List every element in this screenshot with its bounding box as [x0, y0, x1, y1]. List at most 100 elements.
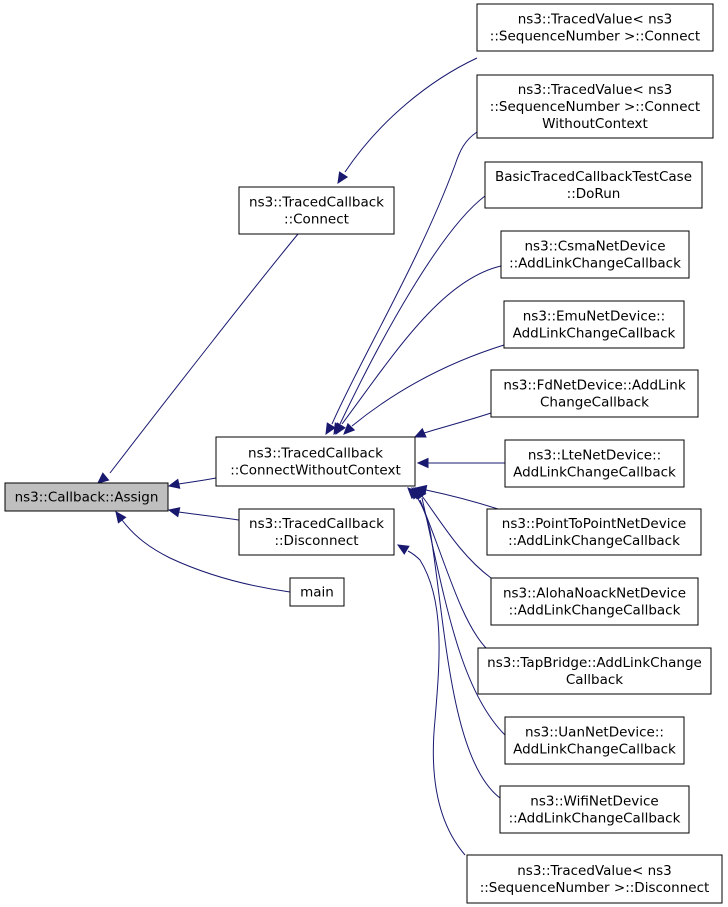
arrowhead: [115, 511, 127, 524]
node-basic-test[interactable]: BasicTracedCallbackTestCase::DoRun: [484, 161, 703, 209]
node-tv-disconnect[interactable]: ns3::TracedValue< ns3::SequenceNumber >:…: [466, 854, 723, 904]
node-wifi[interactable]: ns3::WifiNetDevice::AddLinkChangeCallbac…: [499, 785, 690, 834]
edge-line: [407, 550, 466, 856]
node-tc-connect[interactable]: ns3::TracedCallback::Connect: [238, 186, 395, 235]
node-label: AddLinkChangeCallback: [513, 465, 676, 481]
node-p2p[interactable]: ns3::PointToPointNetDevice::AddLinkChang…: [486, 508, 702, 556]
node-fd[interactable]: ns3::FdNetDevice::AddLinkChangeCallback: [490, 369, 699, 418]
node-label: main: [300, 585, 334, 601]
node-tap[interactable]: ns3::TapBridge::AddLinkChangeCallback: [477, 647, 712, 695]
edge-line: [331, 131, 478, 425]
node-box: [215, 436, 416, 487]
edge-tc-disconnect-to-assign: [167, 507, 240, 521]
node-label: ns3::CsmaNetDevice: [524, 239, 665, 255]
node-assign[interactable]: ns3::Callback::Assign: [4, 482, 169, 512]
node-label: ns3::FdNetDevice::AddLink: [503, 378, 686, 394]
edge-tv-disconnect-to-tc-disconnect: [396, 544, 466, 856]
arrowhead: [407, 487, 420, 500]
node-label: ::ConnectWithoutContext: [230, 463, 401, 479]
node-lte[interactable]: ns3::LteNetDevice::AddLinkChangeCallback: [504, 439, 685, 488]
node-tc-connect-wo[interactable]: ns3::TracedCallback::ConnectWithoutConte…: [215, 436, 416, 487]
node-label: ns3::Callback::Assign: [15, 490, 159, 506]
edge-line: [423, 412, 492, 434]
node-label: ns3::WifiNetDevice: [530, 794, 658, 810]
node-label: AddLinkChangeCallback: [513, 742, 676, 758]
node-aloha[interactable]: ns3::AlohaNoackNetDevice::AddLinkChangeC…: [490, 577, 699, 626]
edge-tc-connect-to-assign: [97, 233, 299, 484]
edge-line: [421, 497, 506, 736]
edge-aloha-to-tc-connect-wo: [415, 487, 492, 579]
node-box: [477, 647, 712, 695]
arrowhead: [335, 422, 346, 436]
arrowhead: [413, 427, 427, 438]
edge-line: [413, 493, 501, 799]
node-box: [503, 300, 685, 349]
arrowhead: [396, 544, 410, 555]
node-uan[interactable]: ns3::UanNetDevice::AddLinkChangeCallback: [504, 716, 685, 765]
arrowhead: [343, 422, 356, 435]
node-label: ::Disconnect: [274, 533, 358, 549]
node-label: ns3::TracedCallback: [249, 516, 384, 532]
edge-line: [425, 489, 499, 510]
node-box: [484, 161, 703, 209]
node-label: WithoutContext: [542, 116, 648, 132]
edge-line: [341, 265, 502, 425]
node-label: ::DoRun: [567, 186, 621, 202]
node-box: [499, 785, 690, 834]
edge-line: [121, 519, 291, 593]
node-box: [4, 482, 169, 512]
node-label: ::SequenceNumber >::Connect: [490, 29, 700, 45]
node-tv-connect[interactable]: ns3::TracedValue< ns3::SequenceNumber >:…: [476, 3, 714, 52]
node-csma[interactable]: ns3::CsmaNetDevice::AddLinkChangeCallbac…: [500, 230, 690, 279]
node-box: [500, 230, 690, 279]
node-box: [504, 439, 685, 488]
edge-emu-to-tc-connect-wo: [343, 344, 505, 435]
node-label: ns3::UanNetDevice::: [525, 725, 664, 741]
edge-line: [109, 233, 299, 474]
edge-csma-to-tc-connect-wo: [335, 265, 502, 436]
edge-fd-to-tc-connect-wo: [413, 412, 492, 438]
node-box: [238, 508, 395, 556]
edge-line: [344, 57, 478, 173]
node-box: [289, 577, 345, 607]
node-label: ns3::TracedCallback: [249, 195, 384, 211]
node-label: ns3::TracedValue< ns3: [517, 863, 672, 879]
edge-tv-connect-wo-to-tc-connect-wo: [325, 131, 478, 436]
node-label: ns3::TracedCallback: [248, 446, 383, 462]
node-label: ::SequenceNumber >::Connect: [490, 99, 700, 115]
node-tc-disconnect[interactable]: ns3::TracedCallback::Disconnect: [238, 508, 395, 556]
node-box: [476, 74, 714, 139]
node-label: ChangeCallback: [540, 395, 649, 411]
node-box: [486, 508, 702, 556]
node-box: [490, 577, 699, 626]
edge-line: [177, 477, 217, 485]
edge-lte-to-tc-connect-wo: [416, 457, 505, 469]
node-box: [476, 3, 714, 52]
node-tv-connect-wo[interactable]: ns3::TracedValue< ns3::SequenceNumber >:…: [476, 74, 714, 139]
node-emu[interactable]: ns3::EmuNetDevice::AddLinkChangeCallback: [503, 300, 685, 349]
node-label: ns3::LteNetDevice::: [528, 448, 661, 464]
node-layer: ns3::Callback::Assignns3::TracedCallback…: [4, 3, 723, 904]
node-label: ::SequenceNumber >::Disconnect: [480, 880, 710, 896]
edge-tc-connect-wo-to-assign: [167, 477, 217, 489]
edge-tv-connect-to-tc-connect: [337, 57, 478, 185]
node-label: BasicTracedCallbackTestCase: [495, 169, 692, 185]
arrowhead: [325, 422, 336, 436]
node-box: [490, 369, 699, 418]
arrowhead: [167, 507, 181, 518]
node-label: ::AddLinkChangeCallback: [509, 811, 681, 827]
node-label: ::AddLinkChangeCallback: [509, 603, 681, 619]
edge-line: [351, 344, 505, 427]
edge-line: [419, 499, 487, 649]
node-main[interactable]: main: [289, 577, 345, 607]
arrowhead: [97, 472, 110, 484]
edge-line: [421, 495, 492, 579]
edge-tap-to-tc-connect-wo: [411, 486, 487, 649]
node-label: ns3::AlohaNoackNetDevice: [503, 586, 686, 602]
node-box: [504, 716, 685, 765]
node-label: AddLinkChangeCallback: [513, 326, 676, 342]
node-label: ns3::EmuNetDevice::: [523, 309, 665, 325]
node-label: ns3::PointToPointNetDevice: [502, 516, 686, 532]
edge-wifi-to-tc-connect-wo: [407, 487, 501, 799]
